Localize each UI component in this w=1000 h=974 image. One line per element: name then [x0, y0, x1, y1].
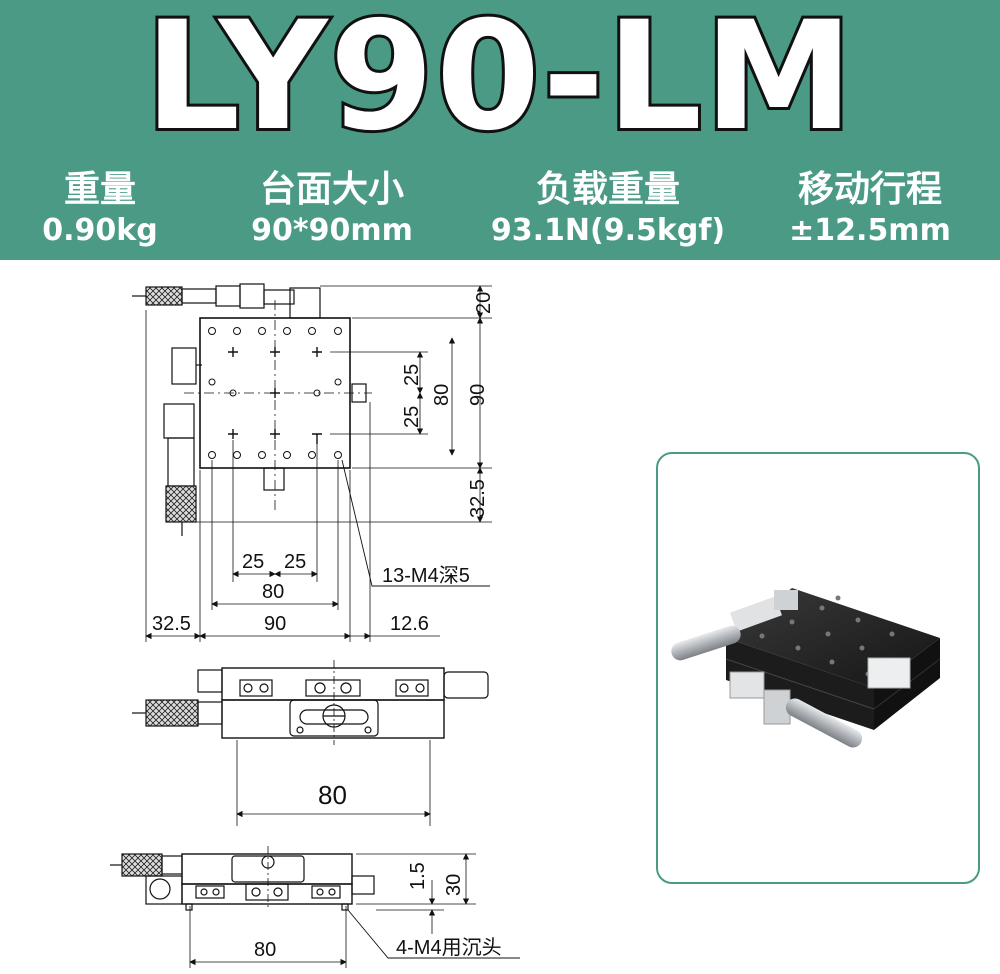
- side-dim-30: 30: [443, 874, 465, 896]
- spec-value: 93.1N(9.5kgf): [490, 213, 726, 248]
- spec-table-size: 台面大小 90*90mm: [207, 168, 457, 250]
- dim-90-vert: 90: [467, 384, 489, 406]
- header-banner: LY90-LM 重量 0.90kg 台面大小 90*90mm 负载重量 93.1…: [0, 0, 1000, 260]
- dim-32-5-vert: 32.5: [467, 479, 489, 518]
- product-photo: [671, 588, 941, 748]
- countersink-callout: 4-M4用沉头: [396, 936, 502, 959]
- spec-value: 0.90kg: [42, 213, 158, 248]
- micrometer-x: [671, 625, 741, 661]
- dim-25-upper: 25: [401, 364, 423, 386]
- technical-drawing: 20 25 25 80 90 32.5 25 25 80 32.5 90 12.…: [110, 283, 520, 968]
- spec-travel: 移动行程 ±12.5mm: [745, 168, 995, 250]
- spec-load: 负载重量 93.1N(9.5kgf): [483, 168, 733, 250]
- dim-90-horiz: 90: [264, 613, 286, 635]
- side-micrometer-knurl: [165, 485, 197, 523]
- front-upper-body: [221, 667, 445, 701]
- side-view: [110, 846, 520, 968]
- front-dim-80: 80: [318, 780, 347, 810]
- micrometer-knurl: [145, 286, 183, 306]
- spec-label: 台面大小: [259, 169, 404, 210]
- dim-32-5-horiz: 32.5: [152, 613, 191, 635]
- spec-label: 移动行程: [797, 169, 942, 210]
- micrometer-sleeve: [215, 285, 241, 307]
- dim-12-6: 12.6: [390, 613, 429, 635]
- spec-label: 负载重量: [535, 169, 680, 210]
- front-micrometer-knurl: [145, 699, 199, 727]
- dim-80-horiz: 80: [262, 581, 284, 603]
- model-title: LY90-LM: [142, 0, 857, 164]
- side-upper-body: [181, 853, 353, 885]
- spec-value: ±12.5mm: [789, 213, 951, 248]
- product-photo-card: [656, 452, 980, 884]
- spec-weight: 重量 0.90kg: [0, 168, 225, 250]
- micrometer-y: [785, 698, 863, 748]
- dim-25-lower: 25: [401, 406, 423, 428]
- micrometer-barrel: [181, 288, 217, 304]
- side-dim-1-5: 1.5: [407, 862, 429, 890]
- hole-callout: 13-M4深5: [382, 564, 470, 587]
- spec-value: 90*90mm: [251, 213, 413, 248]
- front-view: [132, 660, 489, 826]
- dim-80-vert: 80: [431, 384, 453, 406]
- dim-25-right: 25: [284, 551, 306, 573]
- side-dim-80: 80: [254, 939, 276, 961]
- spec-label: 重量: [63, 169, 136, 210]
- front-lower-body: [221, 699, 445, 739]
- dim-25-left: 25: [242, 551, 264, 573]
- side-micrometer-knurl: [121, 853, 163, 877]
- top-view: [132, 283, 492, 642]
- side-lower-body: [181, 883, 353, 905]
- dim-20: 20: [473, 292, 495, 314]
